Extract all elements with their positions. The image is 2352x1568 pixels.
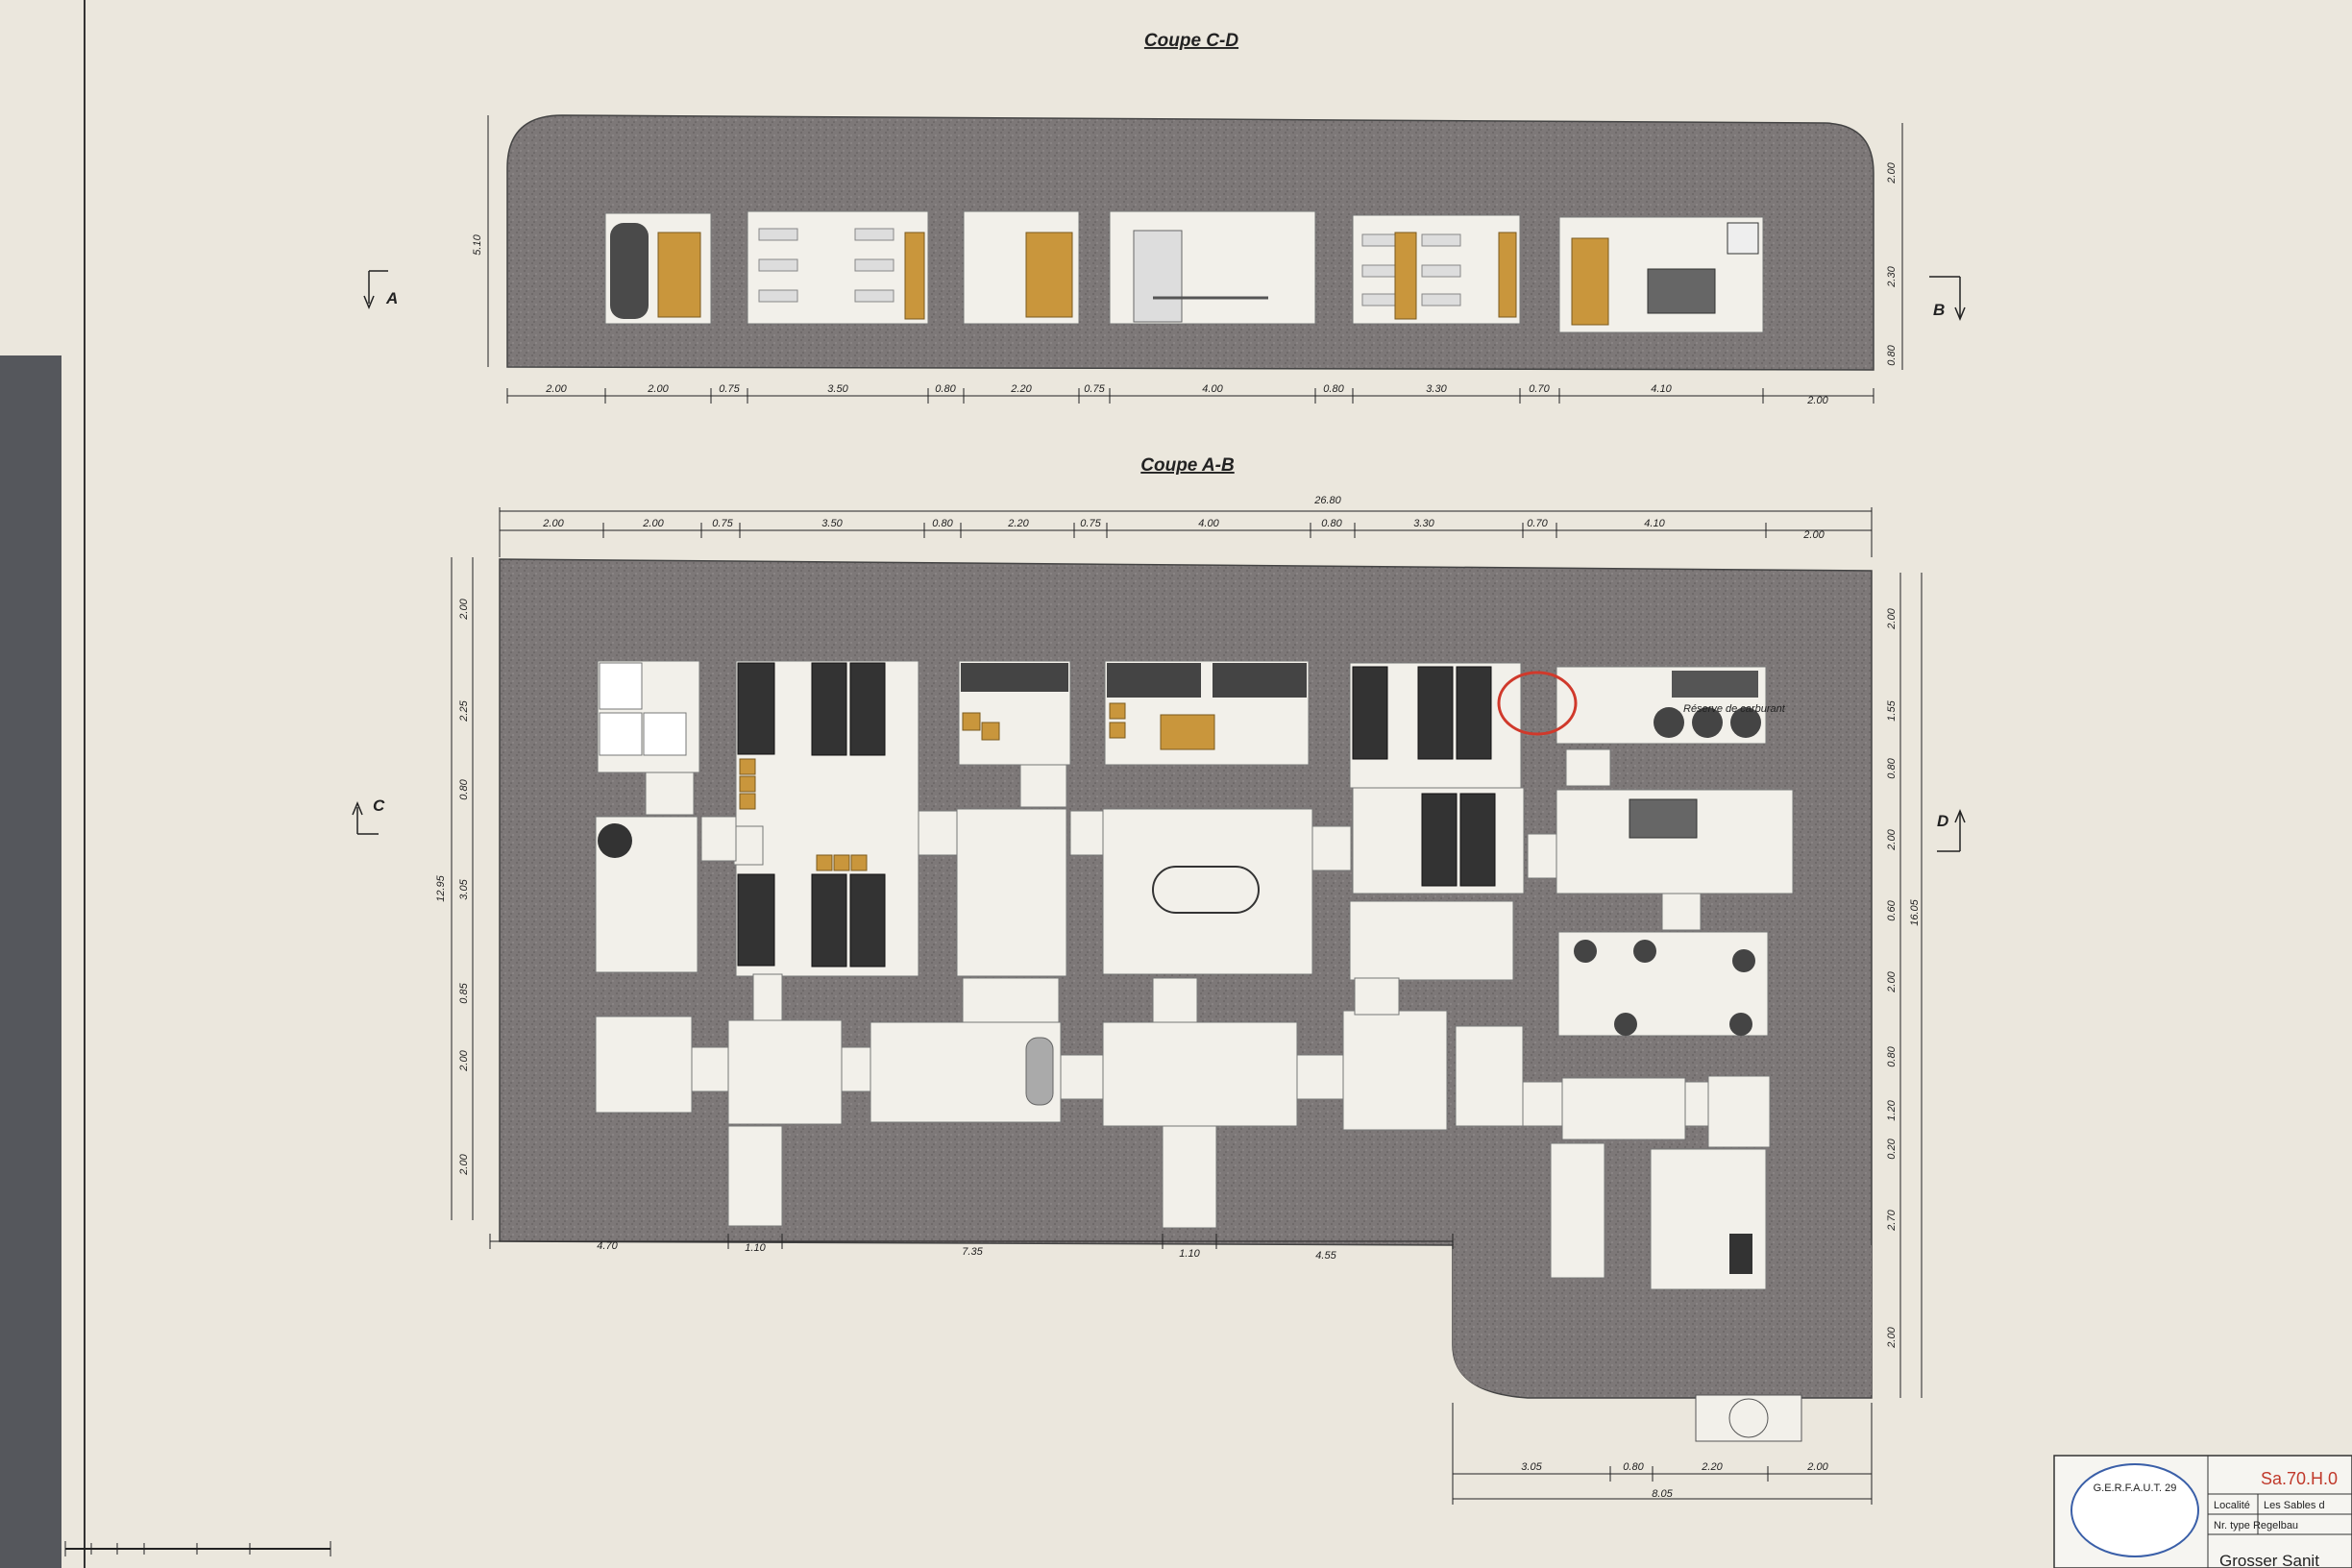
svg-text:4.00: 4.00 — [1202, 383, 1223, 395]
svg-text:2.00: 2.00 — [458, 598, 470, 620]
svg-text:2.00: 2.00 — [1886, 828, 1898, 850]
svg-text:2.70: 2.70 — [1886, 1209, 1898, 1231]
svg-text:3.30: 3.30 — [1426, 383, 1447, 395]
svg-text:2.00: 2.00 — [458, 1049, 470, 1071]
svg-text:0.80: 0.80 — [1321, 518, 1342, 529]
highlight-ring — [1497, 671, 1578, 736]
annex-shell — [1453, 1245, 1872, 1395]
svg-text:3.05: 3.05 — [458, 878, 470, 899]
svg-text:2.00: 2.00 — [1886, 607, 1898, 629]
door-icon — [657, 232, 701, 318]
svg-text:4.70: 4.70 — [597, 1240, 618, 1252]
section-ab-top-dimensions: 26.80 2.00 2.00 0.75 3.50 0.80 2.20 0.75… — [499, 495, 1873, 557]
svg-text:0.75: 0.75 — [1084, 383, 1105, 395]
svg-text:0.80: 0.80 — [1323, 383, 1344, 395]
svg-text:4.10: 4.10 — [1651, 383, 1672, 395]
svg-text:0.80: 0.80 — [932, 518, 953, 529]
tank-icon — [610, 223, 649, 319]
locality-value: Les Sables d — [2264, 1500, 2325, 1511]
svg-text:0.80: 0.80 — [1886, 344, 1898, 365]
section-cd-dimensions: 2.00 2.00 0.75 3.50 0.80 2.20 0.75 4.00 … — [472, 115, 1903, 406]
svg-text:4.55: 4.55 — [1315, 1250, 1336, 1262]
svg-text:2.20: 2.20 — [1007, 518, 1029, 529]
svg-text:5.10: 5.10 — [472, 233, 483, 255]
svg-text:2.00: 2.00 — [1886, 1326, 1898, 1348]
svg-text:C: C — [373, 796, 385, 815]
entrance-pit — [1695, 1394, 1802, 1442]
svg-text:Localité: Localité — [2214, 1500, 2250, 1511]
section-ab-left-dimensions: 12.95 2.00 2.25 0.80 3.05 0.85 2.00 2.00 — [435, 557, 474, 1220]
plan-rooms: Réserve de carburant — [595, 660, 1794, 1290]
svg-text:0.75: 0.75 — [719, 383, 740, 395]
svg-text:4.00: 4.00 — [1198, 518, 1219, 529]
svg-text:2.00: 2.00 — [542, 518, 564, 529]
scale-bar — [64, 1541, 331, 1556]
svg-text:16.05: 16.05 — [1909, 898, 1921, 925]
svg-text:3.30: 3.30 — [1413, 518, 1434, 529]
fuel-reserve-label: Réserve de carburant — [1683, 703, 1786, 715]
section-marker-b: B — [1929, 276, 1966, 321]
svg-text:7.35: 7.35 — [962, 1246, 983, 1258]
svg-text:0.80: 0.80 — [1623, 1461, 1644, 1473]
svg-text:2.20: 2.20 — [1701, 1461, 1723, 1473]
svg-text:0.75: 0.75 — [1080, 518, 1101, 529]
boiler-icon — [598, 823, 632, 858]
svg-text:0.80: 0.80 — [458, 778, 470, 799]
table-icon — [1152, 866, 1260, 914]
logo-seal — [2070, 1463, 2199, 1557]
section-ab-annex-dimensions: 3.05 0.80 2.20 2.00 8.05 — [1452, 1403, 1873, 1505]
svg-text:0.70: 0.70 — [1529, 383, 1550, 395]
section-marker-d: D — [1937, 809, 1966, 852]
svg-text:2.25: 2.25 — [458, 699, 470, 722]
svg-text:2.00: 2.00 — [1806, 1461, 1828, 1473]
svg-text:2.00: 2.00 — [1886, 161, 1898, 184]
svg-text:8.05: 8.05 — [1652, 1488, 1673, 1500]
svg-text:D: D — [1937, 812, 1948, 830]
svg-text:G.E.R.F.A.U.T. 29: G.E.R.F.A.U.T. 29 — [2094, 1482, 2177, 1494]
section-marker-c: C — [352, 796, 385, 835]
section-cd-title: Coupe C-D — [1144, 31, 1238, 51]
svg-text:0.75: 0.75 — [712, 518, 733, 529]
svg-text:2.00: 2.00 — [647, 383, 669, 395]
svg-text:0.70: 0.70 — [1527, 518, 1548, 529]
svg-text:2.00: 2.00 — [642, 518, 664, 529]
svg-text:2.30: 2.30 — [1886, 265, 1898, 287]
svg-text:A: A — [385, 289, 398, 307]
svg-text:1.55: 1.55 — [1886, 699, 1898, 721]
svg-text:2.00: 2.00 — [545, 383, 567, 395]
table-edge — [0, 355, 61, 1568]
svg-text:12.95: 12.95 — [435, 874, 447, 901]
svg-text:Nr. type Regelbau: Nr. type Regelbau — [2214, 1520, 2298, 1531]
svg-text:3.05: 3.05 — [1521, 1461, 1542, 1473]
svg-text:2.00: 2.00 — [458, 1153, 470, 1175]
svg-text:1.10: 1.10 — [1179, 1248, 1200, 1260]
section-ab-bottom-dimensions: 4.70 1.10 7.35 1.10 4.55 — [489, 1234, 1454, 1262]
svg-text:1.10: 1.10 — [745, 1242, 766, 1254]
section-cd-rooms — [604, 210, 1764, 333]
drawing-name: Grosser Sanit — [2219, 1552, 2319, 1568]
svg-text:0.85: 0.85 — [458, 982, 470, 1003]
svg-text:0.80: 0.80 — [1886, 1045, 1898, 1066]
svg-text:1.20: 1.20 — [1886, 1099, 1898, 1120]
title-block: G.E.R.F.A.U.T. 29 Sa.70.H.0 Localité Les… — [2053, 1455, 2352, 1568]
svg-text:4.10: 4.10 — [1644, 518, 1665, 529]
svg-text:2.00: 2.00 — [1802, 529, 1825, 541]
svg-text:0.20: 0.20 — [1886, 1138, 1898, 1159]
section-ab-title: Coupe A-B — [1140, 455, 1235, 476]
section-marker-a: A — [363, 270, 398, 309]
svg-text:3.50: 3.50 — [821, 518, 843, 529]
svg-text:2.20: 2.20 — [1010, 383, 1032, 395]
drawing-reference: Sa.70.H.0 — [2261, 1469, 2338, 1488]
svg-text:3.50: 3.50 — [827, 383, 848, 395]
svg-text:2.00: 2.00 — [1886, 970, 1898, 992]
svg-text:0.80: 0.80 — [935, 383, 956, 395]
section-ab-right-dimensions: 16.05 2.00 1.55 0.80 2.00 0.60 2.00 0.80… — [1886, 573, 1923, 1398]
svg-text:0.80: 0.80 — [1886, 757, 1898, 778]
svg-text:26.80: 26.80 — [1313, 495, 1341, 506]
svg-text:B: B — [1933, 301, 1945, 319]
generator-icon — [1647, 268, 1716, 314]
svg-text:0.60: 0.60 — [1886, 899, 1898, 920]
svg-text:2.00: 2.00 — [1806, 395, 1828, 406]
